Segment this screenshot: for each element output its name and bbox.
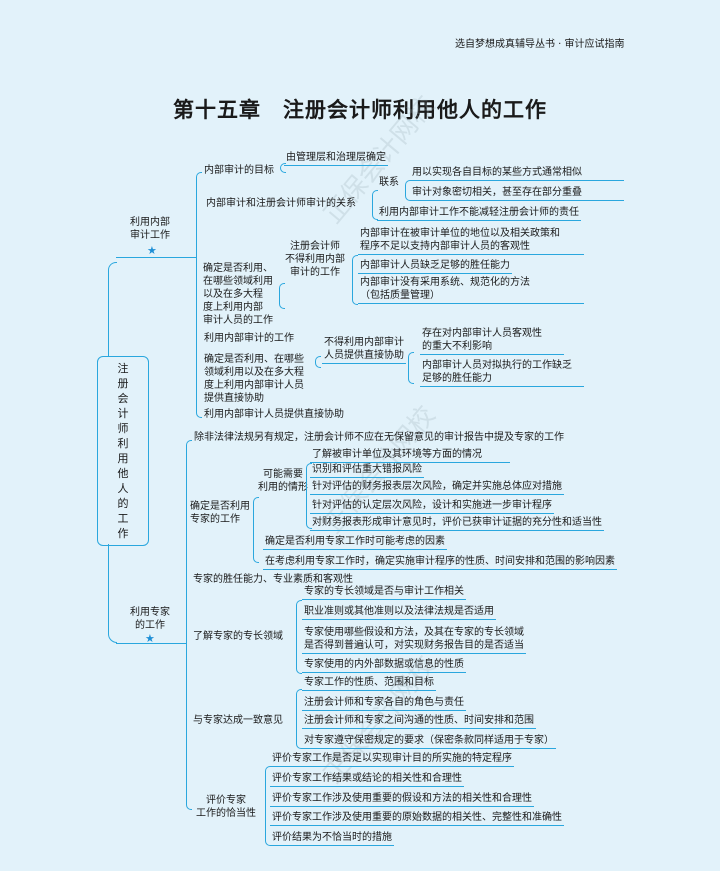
node-evaluate-item: 评价专家工作涉及使用重要的原始数据的相关性、完整性和准确性	[270, 811, 564, 826]
bracket	[265, 766, 271, 846]
bracket	[405, 180, 411, 201]
node-influence: 在考虑利用专家工作时，确定实施审计程序的性质、时间安排和范围的影响因素	[263, 555, 617, 570]
bracket	[279, 283, 285, 309]
node-situation: 识别和评估重大错报风险	[310, 463, 424, 478]
node-field: 了解专家的专长领域	[193, 631, 283, 642]
node-determine-work: 确定是否利用、 在哪些领域利用 以及在多大程 度上利用内部 审计人员的工作	[203, 263, 273, 326]
node-use-work: 利用内部审计的工作	[204, 333, 294, 344]
bracket	[296, 600, 302, 674]
bracket	[372, 190, 378, 220]
node-evaluate-item: 评价专家工作涉及使用重要的假设和方法的相关性和合理性	[270, 792, 534, 807]
node-item: 存在对内部审计人员客观性 的重大不利影响	[420, 327, 564, 355]
bracket	[408, 352, 414, 384]
bracket	[315, 356, 321, 368]
node-field-item: 专家使用哪些假设和方法，及其在专家的专长领域 是否得到普遍认可，对实现财务报告目…	[302, 626, 526, 654]
node-agree-item: 对专家遵守保密规定的要求（保密条款同样适用于专家）	[302, 734, 556, 749]
node-item: 内部审计人员缺乏足够的胜任能力	[358, 259, 512, 274]
node-item: 内部审计没有采用系统、规范化的方法 （包括质量管理）	[358, 276, 584, 304]
node-evaluate-item: 评价结果为不恰当时的措施	[270, 831, 394, 846]
node-situation: 针对评估的财务报表层次风险，确定并实施总体应对措施	[310, 480, 564, 495]
node-field-item: 职业准则或其他准则以及法律法规是否适用	[302, 605, 496, 620]
star-icon: ★	[147, 244, 157, 257]
bracket	[280, 163, 286, 173]
page-title: 第十五章 注册会计师利用他人的工作	[173, 98, 547, 122]
root-node: 注 册 会 计 师 利 用 他 人 的 工 作	[97, 356, 149, 546]
bracket	[186, 440, 192, 810]
node-rule: 除非法律法规另有规定，注册会计师不应在无保留意见的审计报告中提及专家的工作	[194, 432, 564, 443]
node-item: 内部审计人员对拟执行的工作缺乏 足够的胜任能力	[420, 359, 584, 387]
node-situations: 可能需要 利用的情形	[258, 469, 308, 493]
connector	[116, 257, 196, 258]
connector	[108, 544, 117, 643]
node-evaluate-item: 评价专家工作是否足以实现审计目的所实施的特定程序	[270, 752, 514, 767]
node-competence: 专家的胜任能力、专业素质和客观性	[193, 574, 353, 585]
node-relation: 内部审计和注册会计师审计的关系	[206, 198, 356, 209]
node-use-assist: 利用内部审计人员提供直接协助	[204, 409, 344, 420]
bracket	[306, 463, 312, 529]
node-field-item: 专家的专长领域是否与审计工作相关	[302, 585, 466, 600]
bracket	[253, 497, 259, 563]
node-agree: 与专家达成一致意见	[193, 715, 283, 726]
connector	[116, 643, 186, 644]
star-icon: ★	[145, 632, 155, 645]
series-header: 选自梦想成真辅导丛书 · 审计应试指南	[455, 39, 625, 50]
node-agree-item: 专家工作的性质、范围和目标	[302, 676, 436, 691]
node-cannot-use-assist: 不得利用内部审计 人员提供直接协助	[322, 336, 406, 364]
node-determine-expert: 确定是否利用 专家的工作	[190, 501, 250, 525]
branch-internal-audit: 利用内部 审计工作	[130, 217, 170, 241]
node-link-item: 用以实现各自目标的某些方式通常相似	[410, 166, 624, 181]
node-cannot-use-work: 注册会计师 不得利用内部 审计的工作	[285, 241, 345, 278]
node-situation: 针对评估的认定层次风险，设计和实施进一步审计程序	[310, 499, 554, 514]
node-goal: 内部审计的目标	[204, 165, 274, 176]
node-evaluate-item: 评价专家工作结果或结论的相关性和合理性	[270, 772, 464, 787]
node-determine-assist: 确定是否利用、在哪些 领域利用以及在多大程 度上利用内部审计人员 提供直接协助	[204, 354, 304, 404]
node-evaluate: 评价专家 工作的恰当性	[196, 795, 256, 819]
node-situation: 对财务报表形成审计意见时，评价已获审计证据的充分性和适当性	[310, 516, 604, 531]
node-goal-child: 由管理层和治理层确定	[284, 151, 388, 166]
bracket	[196, 172, 202, 418]
bracket	[296, 689, 302, 749]
node-link-item: 审计对象密切相关，甚至存在部分重叠	[410, 186, 624, 201]
node-field-item: 专家使用的内外部数据或信息的性质	[302, 658, 466, 673]
node-factors: 确定是否利用专家工作时可能考虑的因素	[263, 535, 447, 550]
node-situation: 了解被审计单位及其环境等方面的情况	[310, 448, 510, 463]
node-relation-other: 利用内部审计工作不能减轻注册会计师的责任	[377, 206, 581, 221]
connector	[108, 262, 117, 357]
node-agree-item: 注册会计师和专家之间沟通的性质、时间安排和范围	[302, 714, 536, 729]
node-item: 内部审计在被审计单位的地位以及相关政策和 程序不足以支持内部审计人员的客观性	[358, 227, 584, 255]
bracket	[352, 255, 358, 305]
branch-expert: 利用专家 的工作	[130, 607, 170, 631]
node-agree-item: 注册会计师和专家各自的角色与责任	[302, 696, 466, 711]
node-link: 联系	[379, 177, 399, 188]
